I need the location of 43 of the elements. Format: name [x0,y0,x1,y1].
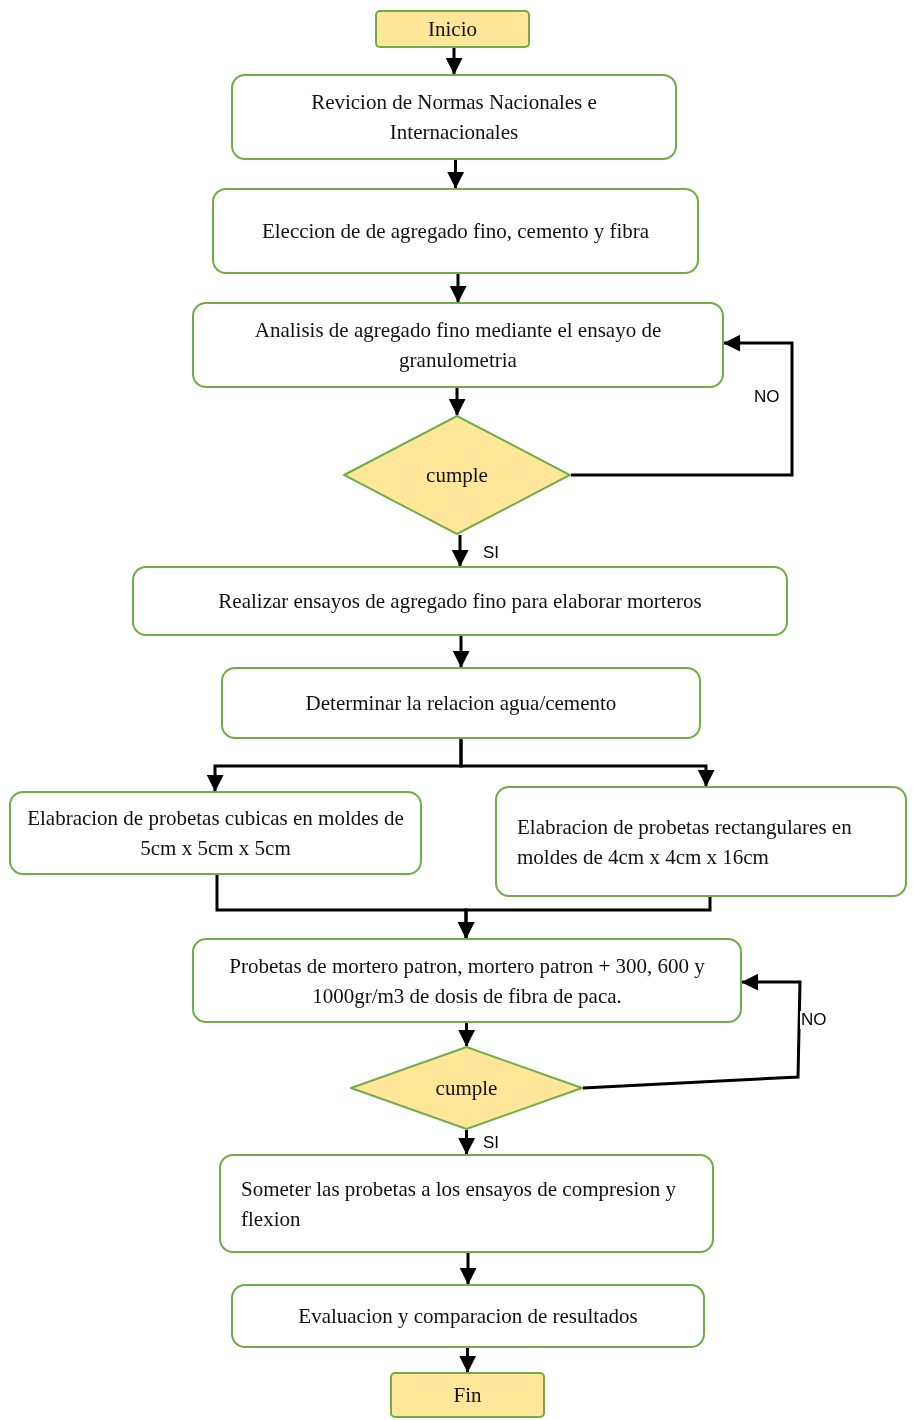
step-text: Evaluacion y comparacion de resultados [298,1303,638,1330]
step-text: Someter las probetas a los ensayos de compresion y flexion [241,1175,678,1233]
step-text: Elabracion de probetas rectangulares en moldes de 4cm x 4cm x 16cm [517,813,853,871]
process-box [9,791,422,875]
process-box [231,74,677,160]
process-box [221,667,701,739]
process-box [212,188,699,274]
step-text: cumple [426,462,488,489]
step-text: Revicion de Normas Nacionales e Internacionales [310,89,598,146]
step-text: Probetas de mortero patron, mortero patron + 300, 600 y 1000gr/m3 de dosis de fibra de paca. [228,952,706,1010]
arrow [458,1023,476,1047]
arrow [448,388,466,416]
arrow [452,636,470,668]
edge-label: NO [800,1011,828,1029]
step-text: Eleccion de de agregado fino, cemento y fibra [261,218,650,245]
process-box [192,302,724,388]
process-box [132,566,788,636]
arrow [457,897,712,939]
arrow [447,160,465,189]
arrow [445,48,463,75]
terminal-box [375,10,530,48]
process-box [192,938,742,1023]
arrow [582,973,802,1090]
arrow [451,535,469,567]
step-text: cumple [435,1075,498,1102]
decision-diamond [350,1046,583,1130]
arrow [459,1253,477,1285]
arrow [459,1348,477,1373]
process-box [495,786,907,897]
arrow [459,739,715,787]
step-text: Determinar la relacion agua/cemento [305,690,617,717]
step-text: Realizar ensayos de agregado fino para elaborar morteros [218,588,702,615]
arrow [571,334,794,477]
process-box [231,1284,705,1348]
step-text: Inicio [428,16,477,43]
arrow [458,1130,476,1155]
step-text: Elabracion de probetas cubicas en moldes de 5cm x 5cm x 5cm [26,805,405,862]
process-box [219,1154,714,1253]
step-text: Analisis de agregado fino mediante el ensayo de granulometria [253,317,663,374]
arrow [449,274,467,303]
terminal-box [390,1372,545,1418]
step-text: Fin [453,1382,482,1409]
decision-diamond [343,415,571,535]
